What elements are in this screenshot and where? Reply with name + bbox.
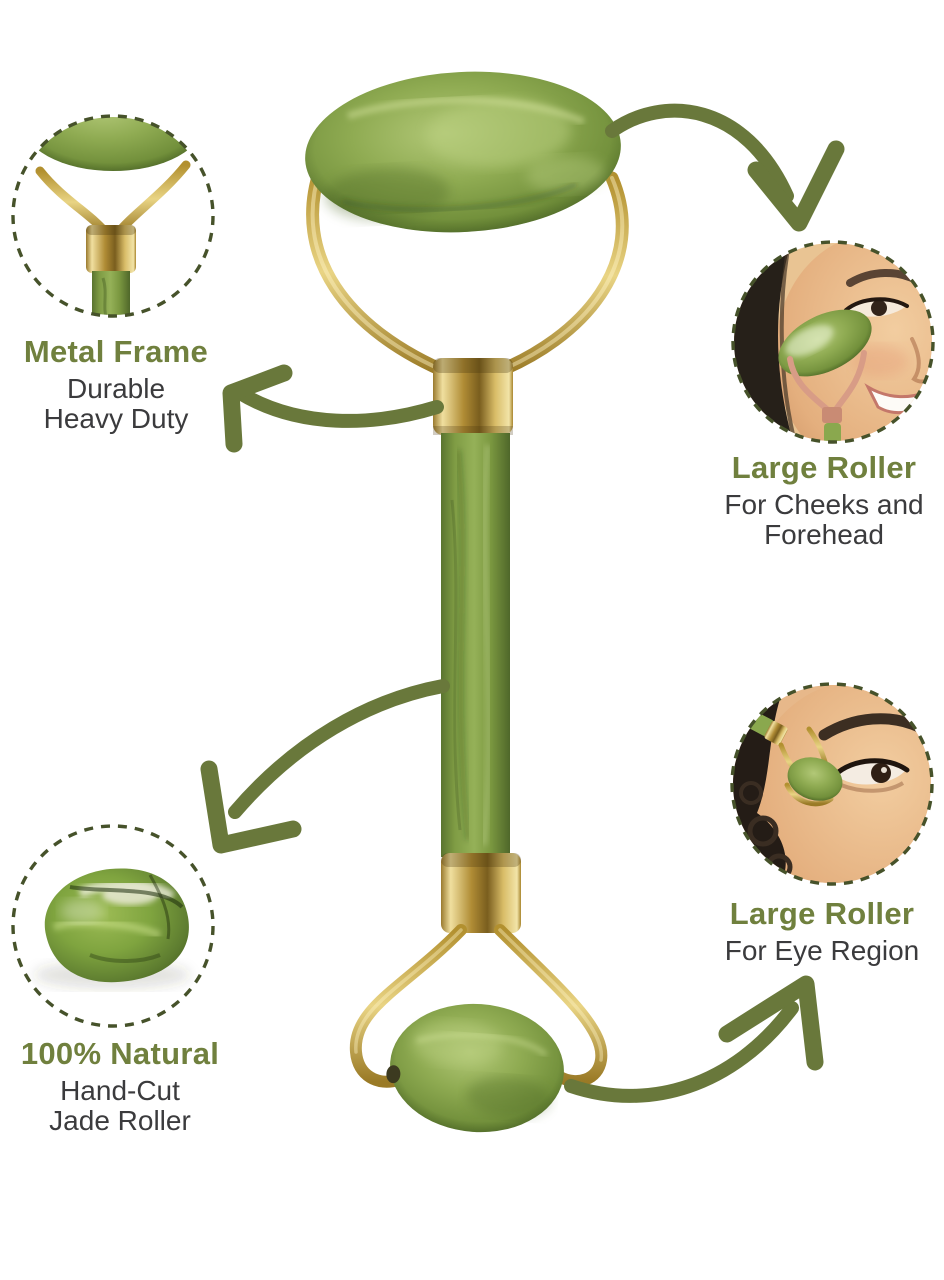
lower-gold-collar (441, 853, 521, 933)
callout-line: Hand-Cut (60, 1074, 180, 1106)
dashed-ring (11, 114, 215, 318)
callout-large-roller-cheeks: Large Roller For Cheeks and Forehead (704, 450, 944, 551)
upper-gold-collar (433, 358, 513, 435)
inset-eye-photo (730, 682, 934, 886)
small-roller-stone (386, 1003, 564, 1133)
callout-title: Large Roller (729, 896, 915, 931)
dashed-ring (730, 682, 934, 886)
jade-handle (441, 433, 510, 857)
callout-line: Heavy Duty (43, 403, 189, 435)
callout-line: Jade Roller (49, 1105, 191, 1137)
callout-large-roller-eye: Large Roller For Eye Region (700, 896, 944, 966)
callout-line: Forehead (764, 519, 884, 551)
callout-title: Metal Frame (23, 334, 209, 369)
callout-line: For Eye Region (724, 934, 920, 966)
jade-roller-product (305, 71, 629, 1133)
arrow-to-jade-stone-inset (200, 679, 450, 854)
roller-on-cheek (778, 309, 872, 377)
dashed-ring (731, 240, 935, 444)
inset-frame-closeup (11, 114, 215, 318)
callout-title: 100% Natural (20, 1036, 220, 1071)
callout-title: Large Roller (731, 450, 917, 485)
inset-cheek-photo (731, 240, 935, 444)
arrow-to-cheek-inset (605, 103, 845, 232)
inset-jade-stone (11, 824, 215, 1028)
metal-frame-lower (349, 924, 608, 1088)
arrow-to-metal-frame-label (222, 364, 444, 453)
callout-line: For Cheeks and (724, 488, 924, 520)
callout-100-natural: 100% Natural Hand-Cut Jade Roller (0, 1036, 240, 1137)
metal-frame-upper (306, 163, 629, 381)
callout-line: Durable (66, 372, 166, 404)
arrow-to-eye-region-label (564, 975, 824, 1103)
large-roller-stone (305, 71, 621, 233)
dashed-ring (11, 824, 215, 1028)
callout-metal-frame: Metal Frame Durable Heavy Duty (0, 334, 232, 435)
